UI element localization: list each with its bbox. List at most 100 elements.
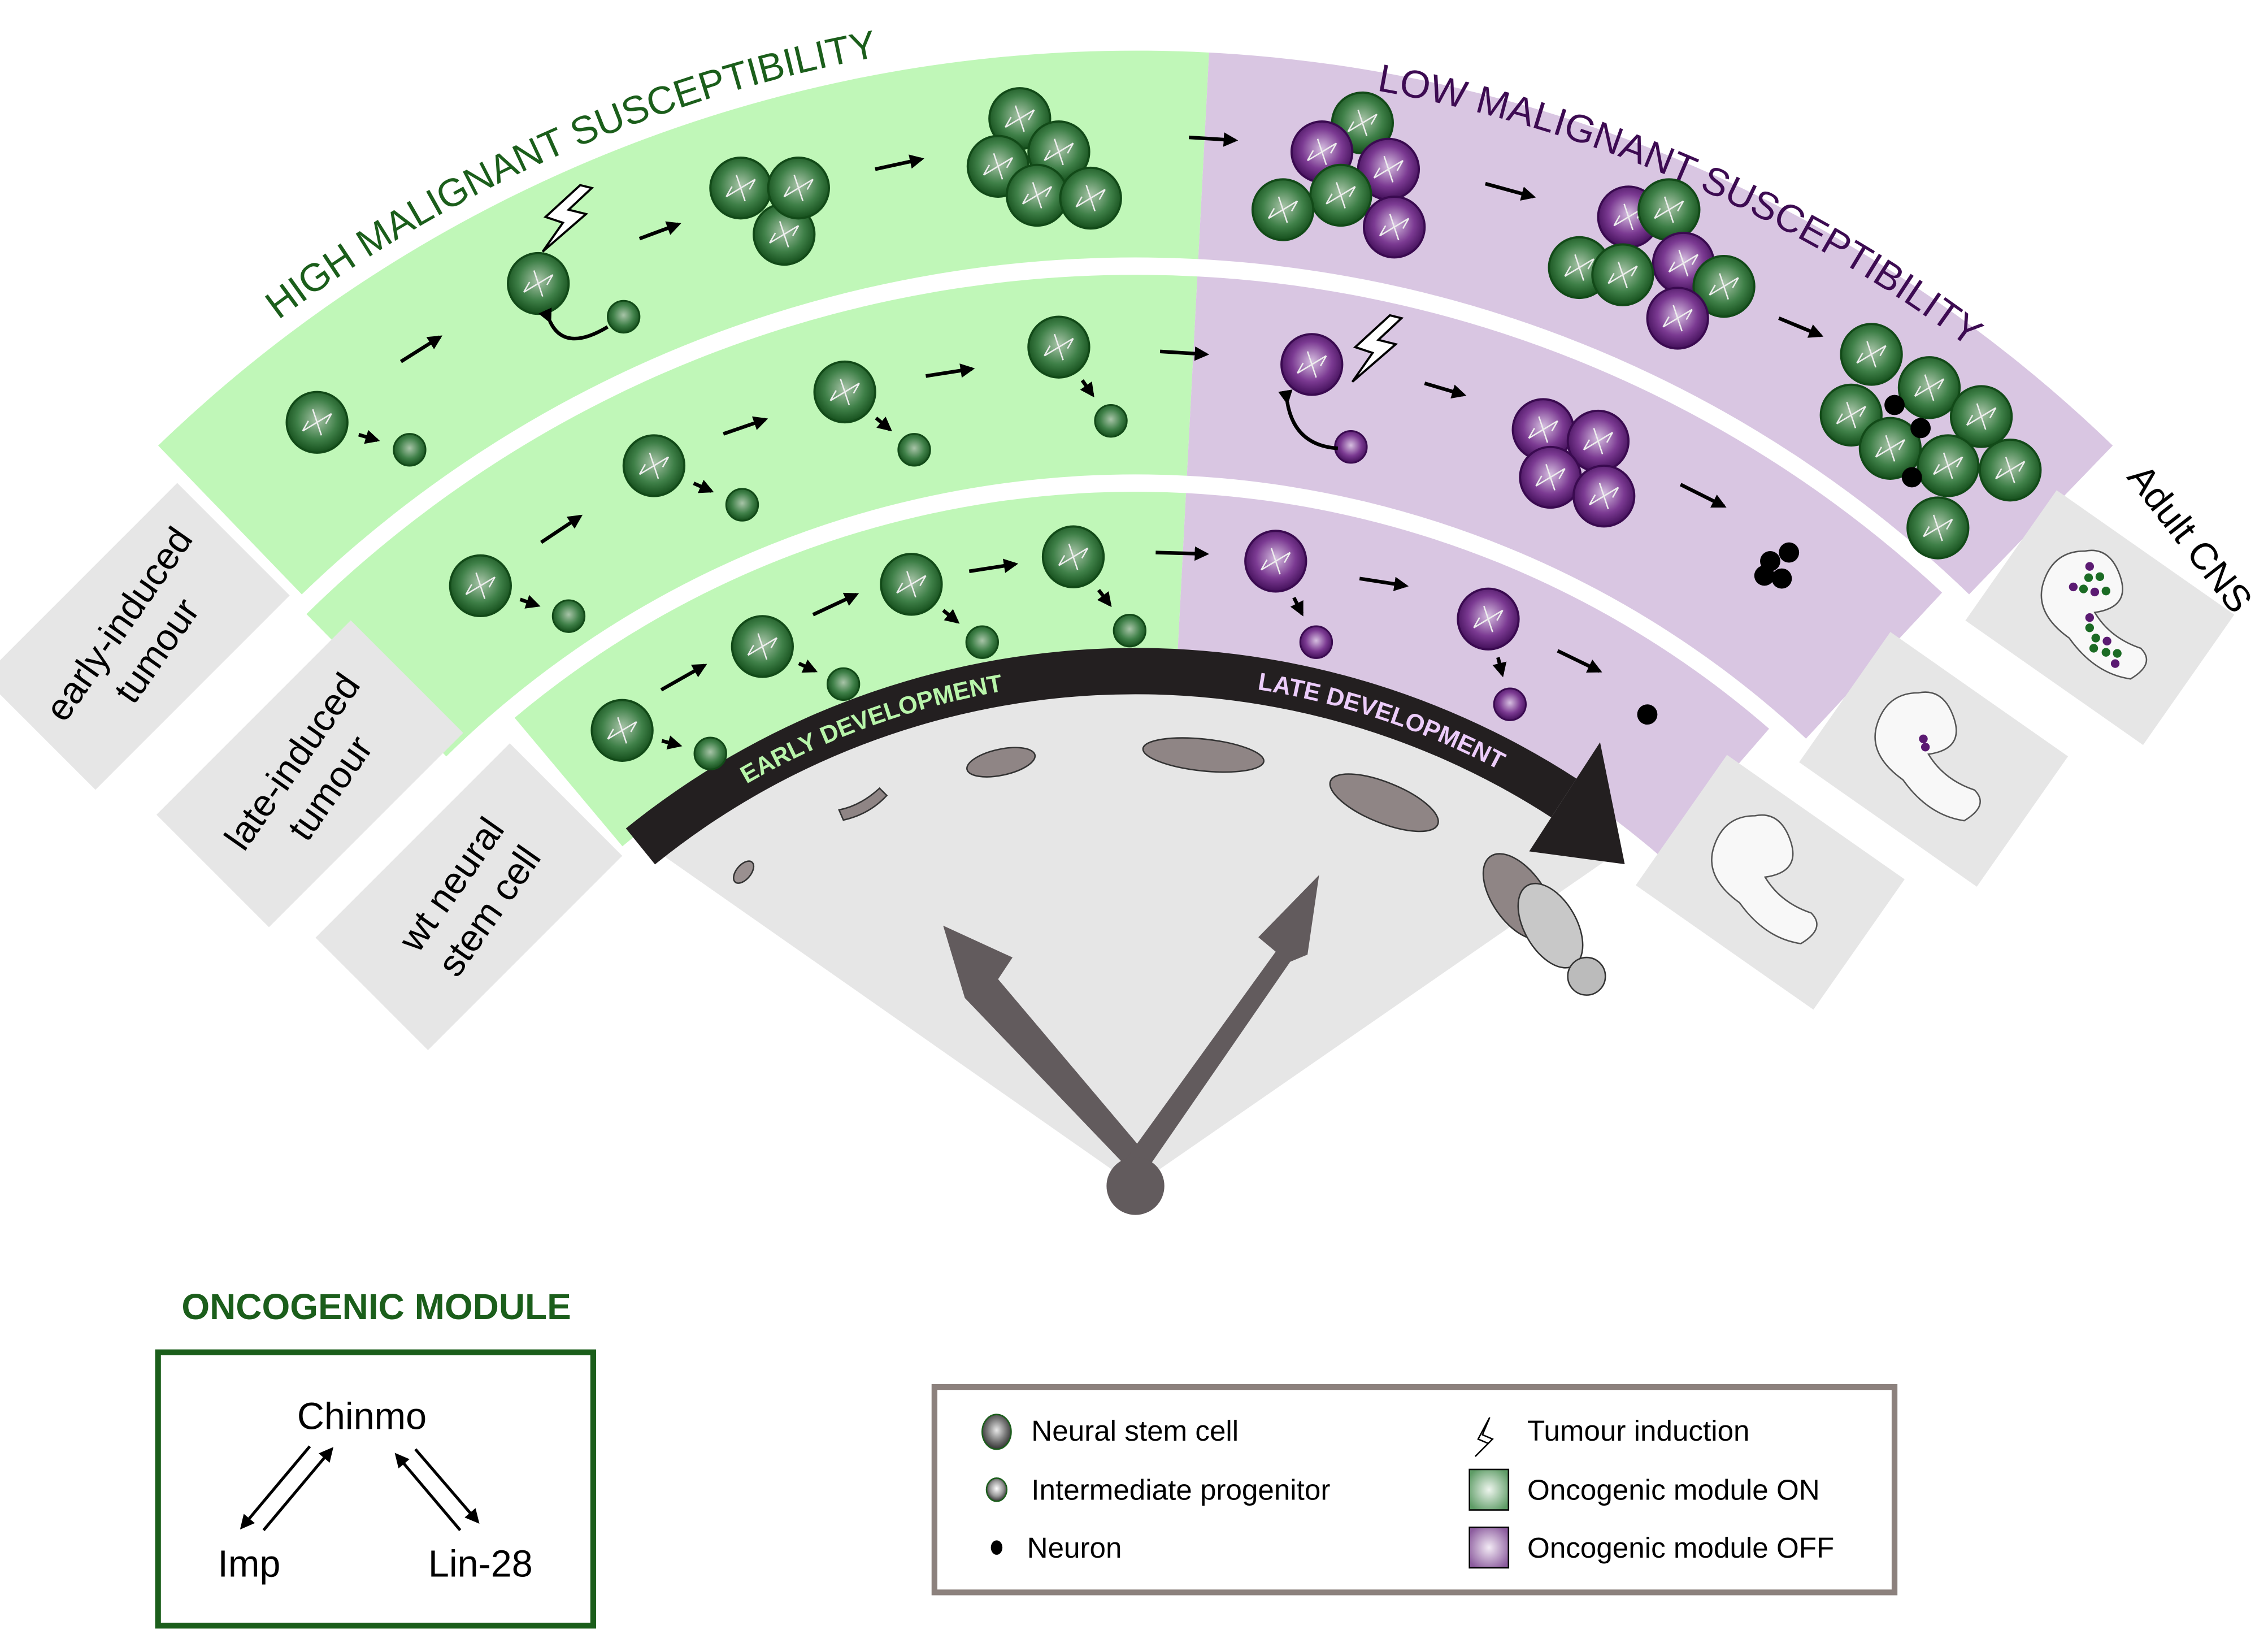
fly-head-icon: [1567, 956, 1606, 996]
legend-label: Oncogenic module OFF: [1527, 1532, 1834, 1564]
mitotic-spindle-icon: [725, 175, 756, 202]
mitotic-spindle-icon: [1662, 305, 1693, 332]
legend-label: Neural stem cell: [1031, 1415, 1239, 1447]
self-renewal-arrow: [1278, 389, 1339, 450]
mitotic-spindle-icon: [1267, 196, 1298, 223]
mitotic-spindle-icon: [1836, 401, 1866, 428]
neuron: [1771, 568, 1792, 589]
imp-label: Imp: [218, 1543, 280, 1585]
mitotic-spindle-icon: [1535, 464, 1566, 491]
intermediate-progenitor-green: [551, 599, 586, 633]
mitotic-spindle-icon: [1044, 333, 1074, 361]
mitotic-spindle-icon: [1668, 250, 1699, 277]
purple-square-icon: [1468, 1527, 1510, 1569]
mitotic-spindle-icon: [1875, 435, 1906, 462]
neural-stem-cell-icon: [981, 1414, 1012, 1450]
progression-arrow: [1778, 317, 1824, 338]
neuron-icon: [990, 1540, 1003, 1555]
small-larva-icon: [838, 787, 888, 821]
progression-arrow: [358, 430, 380, 444]
cns-cell-dot: [2079, 584, 2088, 593]
mitotic-spindle-icon: [1966, 403, 1997, 430]
progression-arrow: [1359, 576, 1409, 591]
progression-arrow: [875, 154, 924, 171]
dial-center: [1106, 1157, 1165, 1215]
green-square-icon: [1468, 1468, 1510, 1511]
progression-arrow: [660, 664, 707, 692]
cns-cell-dot: [2089, 644, 2098, 653]
mitotic-spindle-icon: [1607, 261, 1638, 288]
progression-arrow: [1484, 181, 1536, 201]
lightning-icon: [1475, 1417, 1494, 1457]
progression-arrow: [1159, 346, 1210, 361]
legend-label: Tumour induction: [1527, 1415, 1749, 1447]
intermediate-progenitor-green: [1113, 614, 1147, 648]
progression-arrow: [661, 735, 683, 750]
mitotic-spindle-icon: [1373, 155, 1404, 183]
cns-cell-dot: [2069, 582, 2078, 592]
mitotic-spindle-icon: [1856, 341, 1887, 368]
progression-arrow: [1080, 379, 1094, 398]
progression-arrow: [812, 592, 859, 617]
cells: [285, 87, 2042, 770]
mitotic-spindle-icon: [638, 452, 670, 479]
mitotic-spindle-icon: [1473, 605, 1504, 632]
row-label-wt-neural-stem-cell: wt neural stem cell: [315, 743, 623, 1051]
progression-arrow: [638, 221, 681, 241]
mitotic-spindle-icon: [1914, 374, 1945, 401]
progression-arrow: [693, 479, 714, 493]
pupa-icon: [1329, 773, 1439, 833]
mitotic-spindle-icon: [1306, 138, 1337, 166]
mitotic-spindle-icon: [1583, 428, 1614, 454]
cns-box-adult: [1965, 490, 2235, 745]
progression-arrow: [1097, 589, 1112, 608]
intermediate-progenitor-green: [725, 488, 759, 522]
legend: Neural stem cell Intermediate progenitor…: [931, 1384, 1898, 1596]
oncogenic-module-box: [155, 1349, 597, 1629]
mitotic-spindle-icon: [1654, 196, 1684, 223]
intermediate-progenitor-purple: [1299, 625, 1333, 659]
mitotic-spindle-icon: [1995, 457, 2026, 484]
neuron: [1901, 467, 1922, 488]
legend-label: Intermediate progenitor: [1031, 1474, 1330, 1506]
cns-cell-dot: [2113, 649, 2122, 658]
mitotic-spindle-icon: [1923, 514, 1953, 541]
neuron: [1910, 418, 1931, 439]
oncogenic-module-title: ONCOGENIC MODULE: [181, 1286, 571, 1327]
intermediate-progenitor-green: [1094, 404, 1128, 438]
neuron: [1754, 565, 1775, 586]
large-larva-icon: [1142, 737, 1265, 773]
cns-outline: [1711, 814, 1818, 944]
mitotic-spindle-icon: [1044, 138, 1074, 166]
mitotic-spindle-icon: [829, 379, 860, 405]
intermediate-progenitor-icon: [985, 1477, 1008, 1502]
cns-cell-dot: [2085, 623, 2094, 632]
cns-box-late: [1799, 632, 2069, 887]
legend-box: [931, 1384, 1898, 1596]
progression-arrow: [942, 609, 960, 624]
mitotic-spindle-icon: [747, 633, 778, 660]
mitotic-spindle-icon: [607, 717, 637, 744]
mitotic-spindle-icon: [302, 409, 332, 436]
mitotic-spindle-icon: [1022, 182, 1053, 209]
self-renewal-arrow: [538, 307, 609, 341]
intermediate-progenitor-purple: [1334, 430, 1368, 464]
mitotic-spindle-icon: [769, 221, 800, 248]
late-pointer-arrow: [1125, 875, 1319, 1172]
mitotic-spindle-icon: [983, 153, 1014, 180]
progression-arrow: [968, 558, 1019, 573]
label-box: [315, 743, 623, 1051]
progression-arrow: [1155, 546, 1210, 561]
mitotic-spindle-icon: [1709, 273, 1739, 300]
mitotic-spindle-icon: [1588, 483, 1619, 510]
cns-cell-dot: [2091, 634, 2100, 643]
cns-cell-dot: [2101, 648, 2110, 657]
neuron: [1779, 542, 1800, 563]
intermediate-progenitor-green: [897, 433, 931, 467]
mitotic-spindle-icon: [465, 572, 496, 599]
development-arrow-arc: [625, 648, 1577, 865]
cns-cell-dot: [2085, 613, 2094, 622]
mitotic-spindle-icon: [1347, 110, 1378, 136]
cns-cell-dot: [2085, 562, 2094, 571]
